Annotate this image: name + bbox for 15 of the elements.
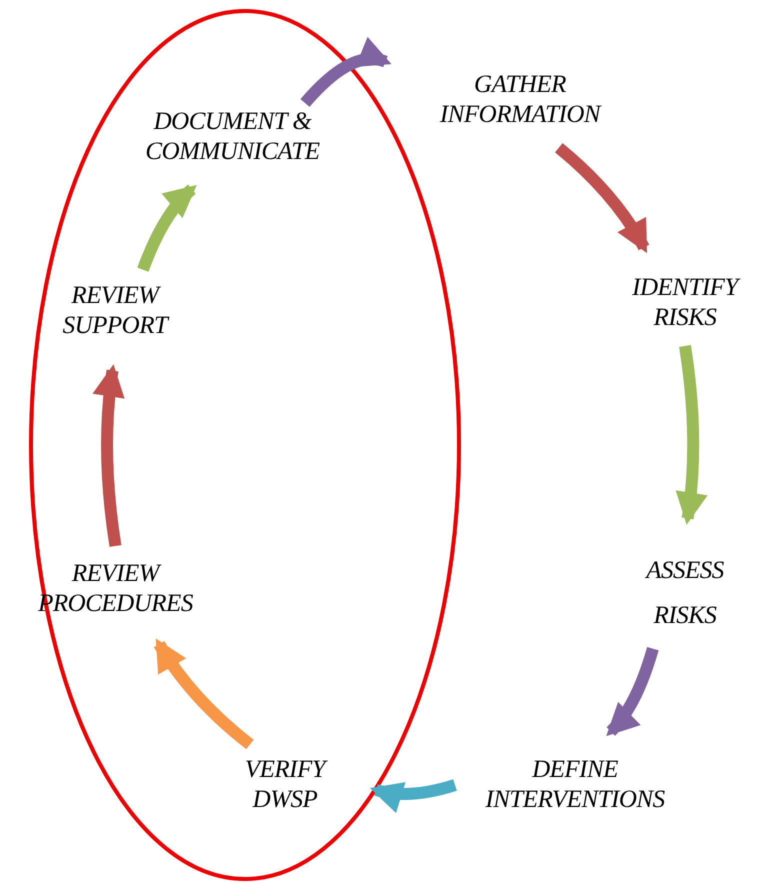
step-label: DEFINE INTERVENTIONS — [484, 755, 666, 815]
curved-arrow — [370, 779, 457, 812]
curved-arrow — [554, 143, 650, 254]
step-label: DOCUMENT & COMMUNICATE — [144, 107, 321, 167]
curved-arrow — [675, 345, 708, 525]
step-label: IDENTIFY RISKS — [600, 273, 766, 333]
step-label: ASSESS RISKS — [644, 556, 725, 630]
step-label: VERIFY DWSP — [220, 755, 350, 815]
curved-arrow — [137, 184, 197, 272]
step-label: GATHER INFORMATION — [438, 70, 603, 130]
curved-arrow — [606, 646, 659, 736]
curved-arrow — [92, 364, 125, 547]
curved-arrow — [300, 38, 392, 107]
step-label: REVIEW SUPPORT — [62, 281, 170, 341]
curved-arrow — [154, 638, 254, 750]
